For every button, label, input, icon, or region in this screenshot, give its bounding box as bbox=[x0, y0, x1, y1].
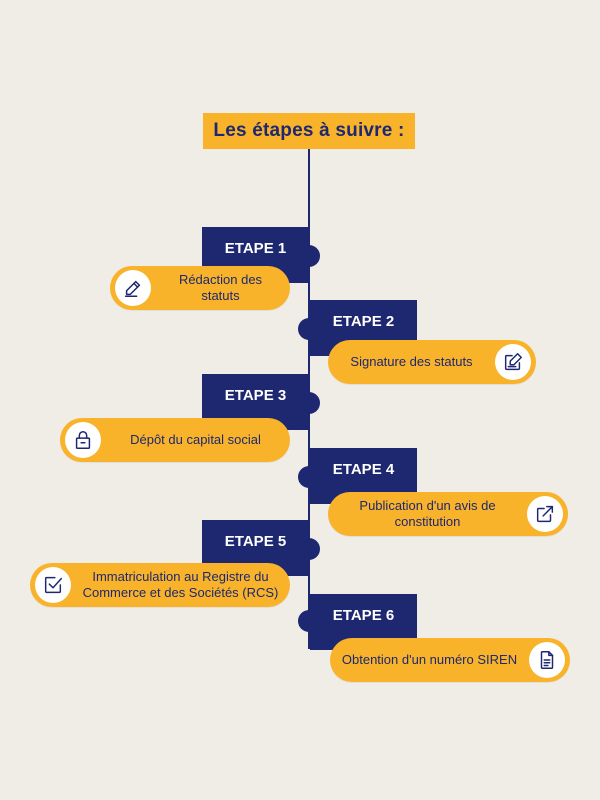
step-2-card: Signature des statuts bbox=[328, 340, 536, 384]
document-icon bbox=[529, 642, 565, 678]
diagram-title: Les étapes à suivre : bbox=[203, 113, 415, 149]
step-3-label: ETAPE 3 bbox=[224, 387, 287, 404]
step-6-card: Obtention d'un numéro SIREN bbox=[330, 638, 570, 682]
step-2-connector bbox=[298, 318, 320, 340]
step-5-card: Immatriculation au Registre du Commerce … bbox=[30, 563, 290, 607]
step-4-card: Publication d'un avis de constitution bbox=[328, 492, 568, 536]
step-4-text: Publication d'un avis de constitution bbox=[359, 498, 496, 529]
external-link-icon bbox=[527, 496, 563, 532]
step-1-text: Rédaction des statuts bbox=[178, 272, 263, 303]
step-1-card: Rédaction des statuts bbox=[110, 266, 290, 310]
step-3-card: Dépôt du capital social bbox=[60, 418, 290, 462]
pen-icon bbox=[115, 270, 151, 306]
step-5-text: Immatriculation au Registre du Commerce … bbox=[82, 569, 279, 600]
step-4-label: ETAPE 4 bbox=[332, 461, 395, 478]
step-6-connector bbox=[298, 610, 320, 632]
step-1-label: ETAPE 1 bbox=[224, 240, 287, 257]
step-4-connector bbox=[298, 466, 320, 488]
step-5-connector bbox=[298, 538, 320, 560]
step-6-label: ETAPE 6 bbox=[332, 607, 395, 624]
step-6-text: Obtention d'un numéro SIREN bbox=[341, 652, 518, 667]
step-1-connector bbox=[298, 245, 320, 267]
step-2-text: Signature des statuts bbox=[350, 354, 473, 369]
checkbox-icon bbox=[35, 567, 71, 603]
step-3-header: ETAPE 3 bbox=[202, 374, 309, 430]
step-3-connector bbox=[298, 392, 320, 414]
step-3-text: Dépôt du capital social bbox=[130, 432, 261, 447]
step-5-label: ETAPE 5 bbox=[224, 533, 287, 550]
signature-icon bbox=[495, 344, 531, 380]
step-2-label: ETAPE 2 bbox=[332, 313, 395, 330]
lock-icon bbox=[65, 422, 101, 458]
